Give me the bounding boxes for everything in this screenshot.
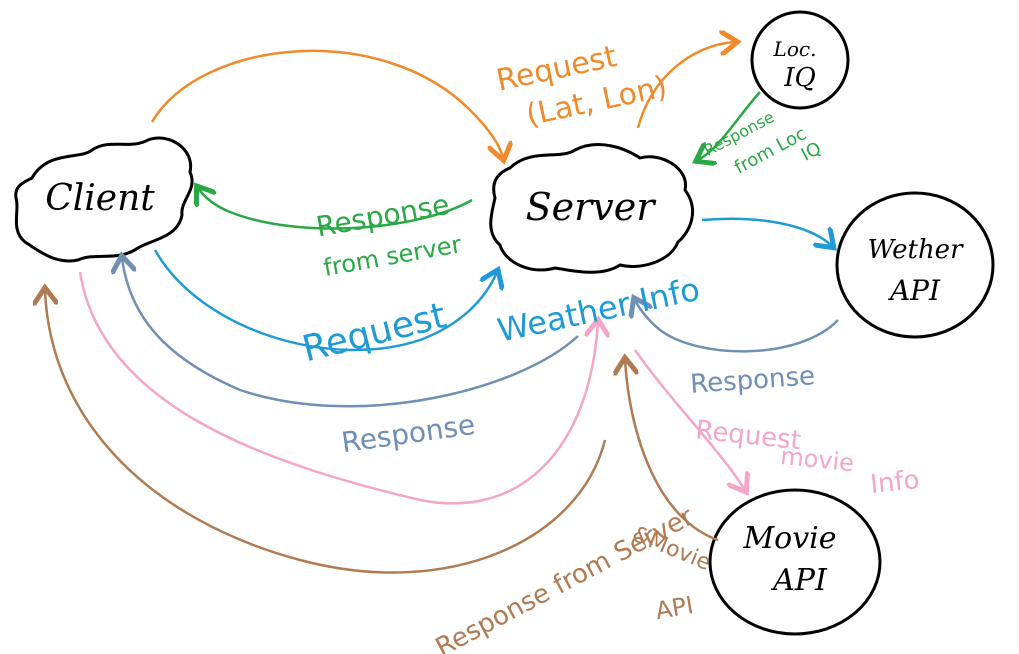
edge-server-to-client-response-2 bbox=[122, 258, 579, 408]
label-response-to-client: Response bbox=[339, 408, 477, 459]
edge-movie-to-server-response bbox=[625, 360, 719, 542]
edge-client-to-server-movie-request bbox=[78, 271, 598, 505]
server-node bbox=[489, 143, 695, 274]
label-response-movie-line3: API bbox=[653, 591, 695, 625]
server-label: Server bbox=[526, 185, 658, 229]
label-request-weather-info: Request Weather Info bbox=[298, 270, 703, 371]
label-response-movie: Response from Server &Movie API bbox=[431, 502, 714, 654]
label-response-weather-api: Response bbox=[689, 361, 816, 400]
edge-server-to-weather-request bbox=[701, 217, 832, 246]
loc-iq-node bbox=[750, 10, 850, 110]
label-request-movie-line2: movie bbox=[779, 442, 855, 478]
edge-server-to-lociq-request bbox=[636, 42, 735, 129]
edge-weather-to-server-response bbox=[635, 300, 839, 353]
movie-api-node bbox=[708, 488, 882, 636]
loc-iq-label-line2: IQ bbox=[783, 63, 816, 93]
label-request-lat-lon: Request (Lat, Lon) bbox=[493, 39, 670, 133]
client-node bbox=[14, 136, 194, 263]
label-request-weather-line1: Request bbox=[298, 295, 450, 370]
label-response-from-server: Response from server bbox=[314, 188, 464, 282]
label-response-movie-line1: Response from Server bbox=[431, 502, 699, 654]
movie-api-label-line2: API bbox=[770, 563, 828, 598]
edge-client-to-server-weather-request bbox=[153, 249, 497, 352]
edge-lociq-to-server-response bbox=[698, 91, 761, 160]
label-response-from-loc-iq: Response from Loc IQ bbox=[701, 107, 825, 178]
label-request-movie-line3: Info bbox=[869, 465, 921, 500]
movie-api-label-line1: Movie bbox=[742, 521, 836, 556]
weather-api-label-line2: API bbox=[887, 274, 941, 307]
edge-server-to-client-response bbox=[198, 188, 473, 230]
label-request-movie-info: Request movie Info bbox=[694, 415, 921, 500]
loc-iq-label-line1: Loc. bbox=[773, 37, 817, 61]
edge-server-to-client-movie-response bbox=[45, 290, 607, 574]
edge-client-to-server-request bbox=[150, 49, 503, 158]
edge-server-to-movie-request bbox=[633, 349, 745, 490]
weather-api-node bbox=[835, 191, 995, 339]
client-label: Client bbox=[45, 178, 155, 219]
weather-api-label-line1: Wether bbox=[868, 235, 965, 265]
